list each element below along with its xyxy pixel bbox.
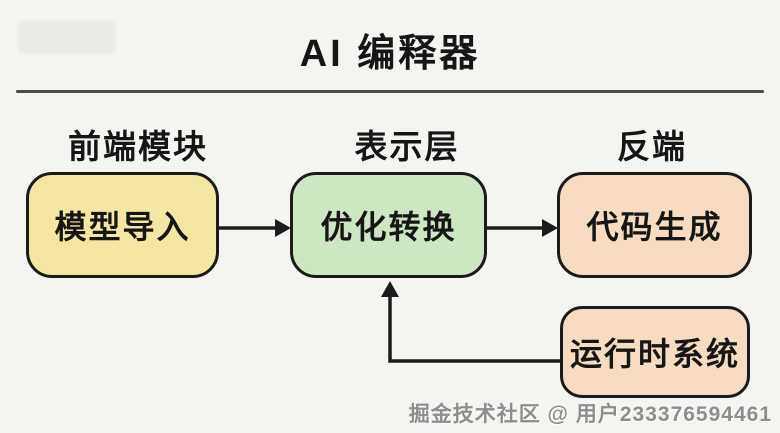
node-model-import-label: 模型导入 [54,209,191,245]
column-header-backend: 反端 [617,128,687,165]
node-code-generation: 代码生成 [557,172,752,278]
arrowhead-right-icon [275,219,291,237]
diagram-title: AI 编释器 [299,33,481,75]
arrow-model-to-optimize [219,219,291,237]
arrow-runtime-to-optimize [381,281,560,363]
title-divider-line [16,90,764,93]
faint-corner-watermark [18,20,116,54]
node-runtime-system: 运行时系统 [560,306,750,398]
community-watermark: 掘金技术社区 @ 用户233376594461 [408,403,772,426]
node-model-import: 模型导入 [26,172,219,278]
column-header-frontend: 前端模块 [68,128,208,165]
arrow-optimize-to-codegen [487,219,558,237]
node-code-generation-label: 代码生成 [586,209,723,245]
arrowhead-up-icon [381,281,399,297]
node-runtime-system-label: 运行时系统 [569,336,740,372]
node-optimize-transform: 优化转换 [290,172,487,278]
arrowhead-right-icon [542,219,558,237]
node-optimize-transform-label: 优化转换 [320,209,457,245]
column-header-representation: 表示层 [354,128,460,165]
